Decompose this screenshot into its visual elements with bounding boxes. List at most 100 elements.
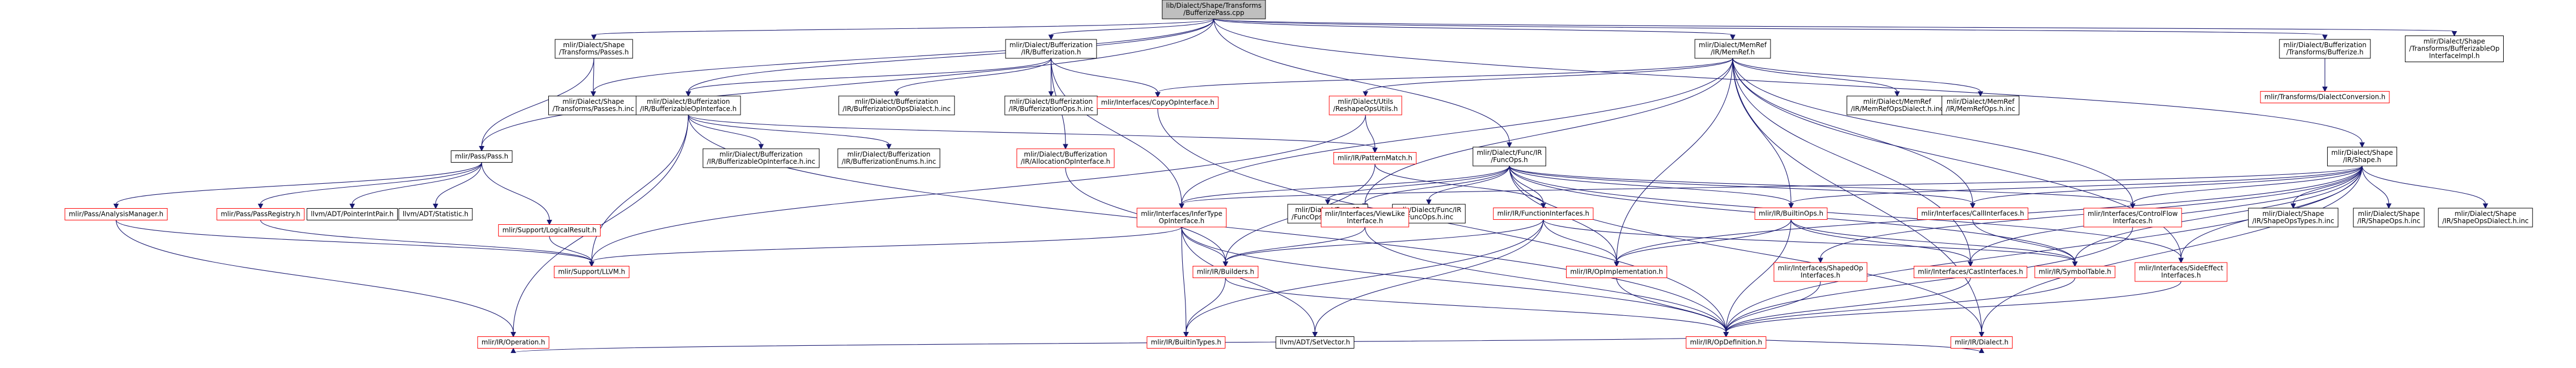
node-box <box>554 266 629 278</box>
node-label-line: mlir/Interfaces/CastInterfaces.h <box>1918 268 2023 276</box>
node-n35[interactable]: mlir/Dialect/Shape/IR/ShapeOpsTypes.h.in… <box>2248 208 2339 228</box>
node-n28[interactable]: mlir/Dialect/Func/IR/FuncOps.h.inc <box>1392 204 1466 224</box>
node-n46[interactable]: mlir/IR/BuiltinTypes.h <box>1147 336 1226 349</box>
node-label-line: InterfaceImpl.h <box>2429 52 2479 60</box>
node-n16[interactable]: mlir/Dialect/Bufferization/IR/Bufferizab… <box>702 148 820 168</box>
node-n18[interactable]: mlir/Dialect/Bufferization/IR/Allocation… <box>1016 148 1115 168</box>
node-n36[interactable]: mlir/Dialect/Shape/IR/ShapeOps.h.inc <box>2353 208 2425 228</box>
node-label-line: Interface.h <box>1347 217 1383 225</box>
edge-n15-n24 <box>349 162 482 209</box>
node-n6[interactable]: mlir/Dialect/Shape/Transforms/Passes.h.i… <box>548 95 638 115</box>
edge-n0-n1 <box>591 18 1214 41</box>
node-n14[interactable]: mlir/Transforms/DialectConversion.h <box>2260 91 2390 103</box>
edge-n21-n48 <box>1723 165 2363 337</box>
edge-n34-n48 <box>1723 226 2133 337</box>
node-n22[interactable]: mlir/Pass/AnalysisManager.h <box>64 208 168 220</box>
node-n13[interactable]: mlir/Dialect/MemRef/IR/MemRefOps.h.inc <box>1942 95 2019 115</box>
node-box <box>2405 36 2504 62</box>
edge-n30-n39 <box>1223 226 1365 267</box>
edge-n1-n6 <box>591 58 596 97</box>
node-n5[interactable]: mlir/Dialect/Shape/Transforms/Bufferizab… <box>2405 36 2504 62</box>
node-box <box>1913 266 2028 278</box>
node-n1[interactable]: mlir/Dialect/Shape/Transforms/Passes.h <box>554 39 633 59</box>
node-n38[interactable]: mlir/Support/LLVM.h <box>554 266 629 278</box>
node-n32[interactable]: mlir/IR/BuiltinOps.h <box>1754 208 1828 220</box>
edge-n29-n47 <box>1181 226 1318 337</box>
edge-n7-n16 <box>688 114 764 150</box>
node-n49[interactable]: mlir/IR/Dialect.h <box>1950 336 2013 349</box>
node-box <box>1493 208 1594 220</box>
node-box <box>1694 39 1771 59</box>
node-n24[interactable]: llvm/ADT/PointerIntPair.h <box>307 208 398 220</box>
node-label-line: llvm/ADT/PointerIntPair.h <box>311 210 394 218</box>
node-n19[interactable]: mlir/IR/PatternMatch.h <box>1333 152 1417 164</box>
node-box <box>1333 152 1417 164</box>
node-n11[interactable]: mlir/Dialect/Utils/ReshapeOpsUtils.h <box>1329 95 1402 115</box>
node-n42[interactable]: mlir/Interfaces/CastInterfaces.h <box>1913 266 2028 278</box>
node-label-line: mlir/Dialect/Bufferization <box>847 150 931 158</box>
node-label-line: mlir/Interfaces/ViewLike <box>1325 210 1405 218</box>
node-label-line: mlir/Dialect/Shape <box>2263 210 2324 218</box>
node-box <box>2034 266 2115 278</box>
edge-n21-n35 <box>2290 165 2363 209</box>
node-n21[interactable]: mlir/Dialect/Shape/IR/Shape.h <box>2327 147 2397 167</box>
node-n45[interactable]: mlir/IR/Operation.h <box>477 336 549 349</box>
node-label-line: mlir/Pass/Pass.h <box>455 153 508 160</box>
edge-n3-n11 <box>1363 58 1733 97</box>
node-n8[interactable]: mlir/Dialect/Bufferization/IR/Bufferizat… <box>838 95 955 115</box>
edge-n21-n33 <box>1970 165 2363 209</box>
node-n15[interactable]: mlir/Pass/Pass.h <box>451 150 513 163</box>
node-box <box>2134 262 2228 282</box>
node-n17[interactable]: mlir/Dialect/Bufferization/IR/Bufferizat… <box>837 148 941 168</box>
node-label-line: mlir/IR/OpImplementation.h <box>1570 268 1663 276</box>
node-n40[interactable]: mlir/IR/OpImplementation.h <box>1565 266 1668 278</box>
node-n48[interactable]: mlir/IR/OpDefinition.h <box>1685 336 1767 349</box>
edge-n21-n34 <box>2130 165 2363 209</box>
node-label-line: mlir/Dialect/Func/IR <box>1477 149 1542 157</box>
node-n2[interactable]: mlir/Dialect/Bufferization/IR/Bufferizat… <box>1005 39 1097 59</box>
edge-n15-n23 <box>258 162 482 209</box>
node-n12[interactable]: mlir/Dialect/MemRef/IR/MemRefOpsDialect.… <box>1847 95 1948 115</box>
node-label-line: mlir/IR/PatternMatch.h <box>1338 154 1412 162</box>
edge-n0-n15 <box>479 18 1214 152</box>
node-label-line: /IR/BufferizationEnums.h.inc <box>842 158 936 165</box>
node-n43[interactable]: mlir/IR/SymbolTable.h <box>2034 266 2115 278</box>
edge-n22-n45 <box>116 220 516 337</box>
node-box <box>1754 208 1828 220</box>
node-n47[interactable]: llvm/ADT/SetVector.h <box>1276 336 1354 349</box>
edge-n20-n27 <box>1325 165 1510 205</box>
node-n33[interactable]: mlir/Interfaces/CallInterfaces.h <box>1917 208 2029 220</box>
node-label-line: mlir/IR/FunctionInterfaces.h <box>1497 210 1589 218</box>
edge-n15-n25 <box>433 162 482 209</box>
node-label-line: Interfaces.h <box>2113 217 2152 225</box>
node-label-line: mlir/Dialect/Bufferization <box>855 98 938 105</box>
node-n20[interactable]: mlir/Dialect/Func/IR/FuncOps.h <box>1472 147 1547 167</box>
node-n4[interactable]: mlir/Dialect/Bufferization/Transforms/Bu… <box>2279 39 2371 59</box>
edge-n20-n34 <box>1509 165 2135 209</box>
node-label-line: mlir/IR/OpDefinition.h <box>1690 339 1762 346</box>
node-n23[interactable]: mlir/Pass/PassRegistry.h <box>216 208 305 220</box>
node-n10[interactable]: mlir/Interfaces/CopyOpInterface.h <box>1097 97 1219 109</box>
node-n31[interactable]: mlir/IR/FunctionInterfaces.h <box>1493 208 1594 220</box>
node-n39[interactable]: mlir/IR/Builders.h <box>1192 266 1259 278</box>
node-box <box>398 208 473 220</box>
edge-n21-n29 <box>1179 165 2363 209</box>
node-n7[interactable]: mlir/Dialect/Bufferization/IR/Bufferizab… <box>636 95 741 115</box>
node-n3[interactable]: mlir/Dialect/MemRef/IR/MemRef.h <box>1694 39 1771 59</box>
node-n37[interactable]: mlir/Dialect/Shape/IR/ShapeOpsDialect.h.… <box>2438 208 2533 228</box>
node-n25[interactable]: llvm/ADT/Statistic.h <box>398 208 473 220</box>
node-label-line: /IR/BufferizationOps.h.inc <box>1009 105 1093 113</box>
node-n26[interactable]: mlir/Support/LogicalResult.h <box>498 224 601 236</box>
node-label-line: /FuncOps.h <box>1491 156 1528 164</box>
node-label-line: /IR/MemRefOps.h.inc <box>1946 105 2015 113</box>
edge-n31-n39 <box>1223 219 1544 267</box>
node-n9[interactable]: mlir/Dialect/Bufferization/IR/Bufferizat… <box>1004 95 1098 115</box>
edge-n41-n48 <box>1723 281 1821 337</box>
node-label-line: /Transforms/Passes.h.inc <box>553 105 634 113</box>
node-label-line: /IR/Shape.h <box>2343 156 2382 164</box>
